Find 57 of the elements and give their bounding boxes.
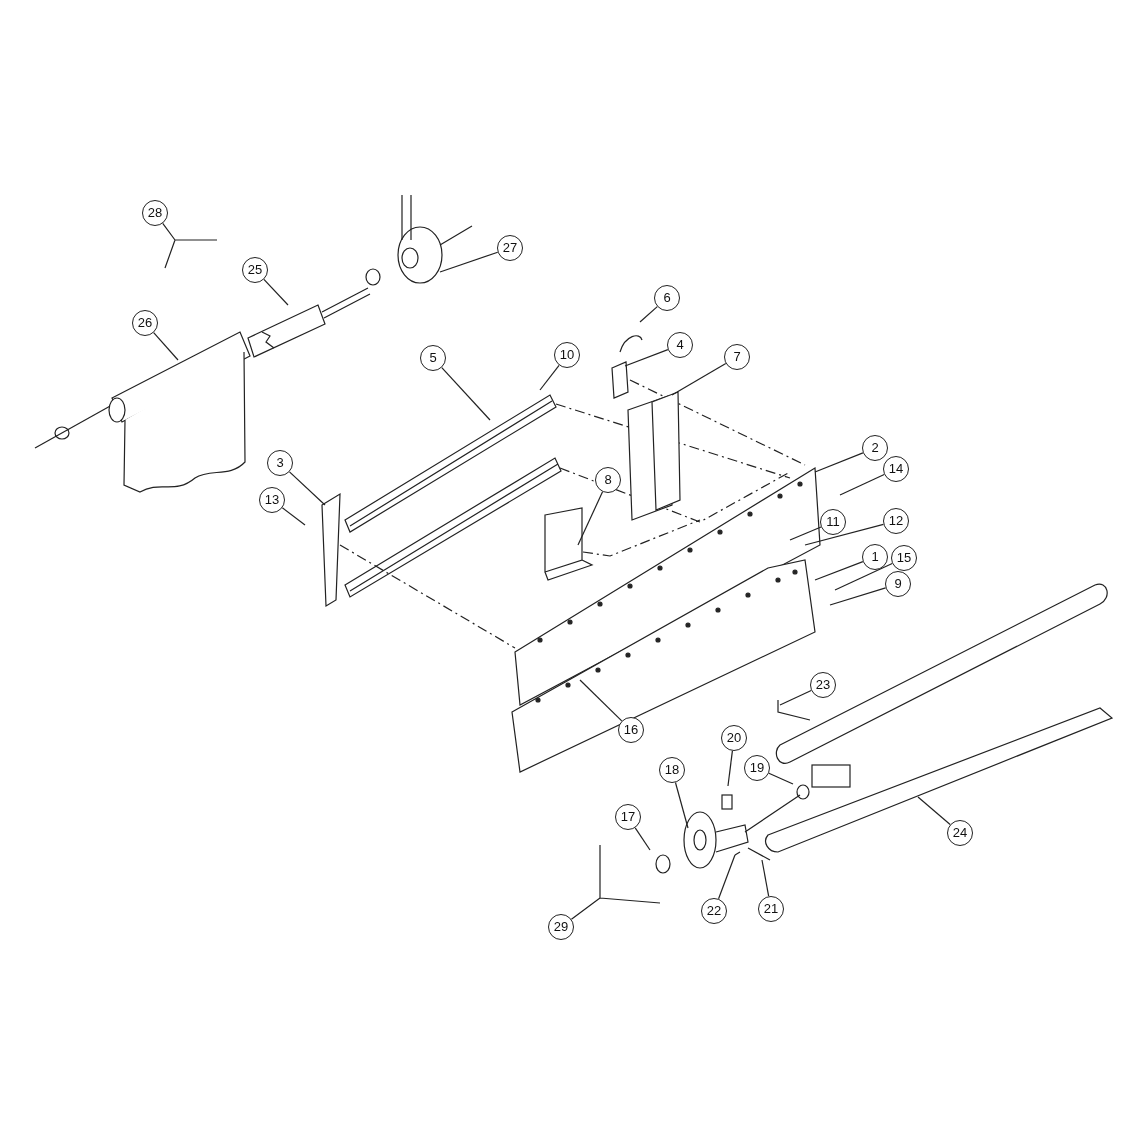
leader-line bbox=[570, 844, 661, 920]
callout-number: 29 bbox=[548, 914, 574, 940]
callout-number: 13 bbox=[259, 487, 285, 513]
callout-number: 7 bbox=[724, 344, 750, 370]
callout-number: 18 bbox=[659, 757, 685, 783]
callout-number: 1 bbox=[862, 544, 888, 570]
callout-number: 20 bbox=[721, 725, 747, 751]
callout-number: 16 bbox=[618, 717, 644, 743]
callout-number: 10 bbox=[554, 342, 580, 368]
leader-line bbox=[834, 562, 893, 591]
leader-line bbox=[789, 526, 822, 541]
callout-number: 21 bbox=[758, 896, 784, 922]
leader-line bbox=[579, 679, 623, 722]
leader-line bbox=[717, 854, 736, 900]
leader-line bbox=[674, 781, 689, 829]
leader-line bbox=[624, 349, 669, 367]
callout-number: 5 bbox=[420, 345, 446, 371]
callout-number: 3 bbox=[267, 450, 293, 476]
leader-line bbox=[441, 366, 491, 421]
leader-line bbox=[917, 796, 951, 826]
leader-line bbox=[288, 471, 326, 506]
leader-line bbox=[814, 452, 864, 473]
leader-line bbox=[829, 587, 887, 606]
callout-number: 27 bbox=[497, 235, 523, 261]
callout-number: 25 bbox=[242, 257, 268, 283]
callout-number: 4 bbox=[667, 332, 693, 358]
leader-line bbox=[639, 306, 658, 323]
callout-number: 28 bbox=[142, 200, 168, 226]
leader-line bbox=[761, 859, 770, 897]
callout-number: 22 bbox=[701, 898, 727, 924]
callout-number: 11 bbox=[820, 509, 846, 535]
leader-line bbox=[281, 507, 306, 526]
leader-line bbox=[634, 827, 651, 851]
callout-number: 9 bbox=[885, 571, 911, 597]
callout-number: 24 bbox=[947, 820, 973, 846]
callout-number: 8 bbox=[595, 467, 621, 493]
leader-line bbox=[162, 222, 218, 269]
leader-line bbox=[768, 772, 794, 785]
callout-number: 6 bbox=[654, 285, 680, 311]
callout-number: 23 bbox=[810, 672, 836, 698]
leader-line bbox=[779, 689, 812, 706]
leader-line bbox=[153, 332, 179, 361]
leader-line bbox=[839, 473, 885, 496]
leader-line bbox=[263, 278, 289, 306]
callout-number: 2 bbox=[862, 435, 888, 461]
callout-number: 19 bbox=[744, 755, 770, 781]
callout-number: 17 bbox=[615, 804, 641, 830]
callout-number: 15 bbox=[891, 545, 917, 571]
leader-line bbox=[804, 523, 885, 546]
leader-line bbox=[814, 561, 864, 581]
callout-number: 26 bbox=[132, 310, 158, 336]
leader-line bbox=[727, 750, 733, 787]
leader-line bbox=[577, 491, 604, 546]
callout-number: 12 bbox=[883, 508, 909, 534]
leader-line bbox=[439, 251, 499, 273]
leader-line bbox=[539, 364, 560, 391]
callout-number: 14 bbox=[883, 456, 909, 482]
